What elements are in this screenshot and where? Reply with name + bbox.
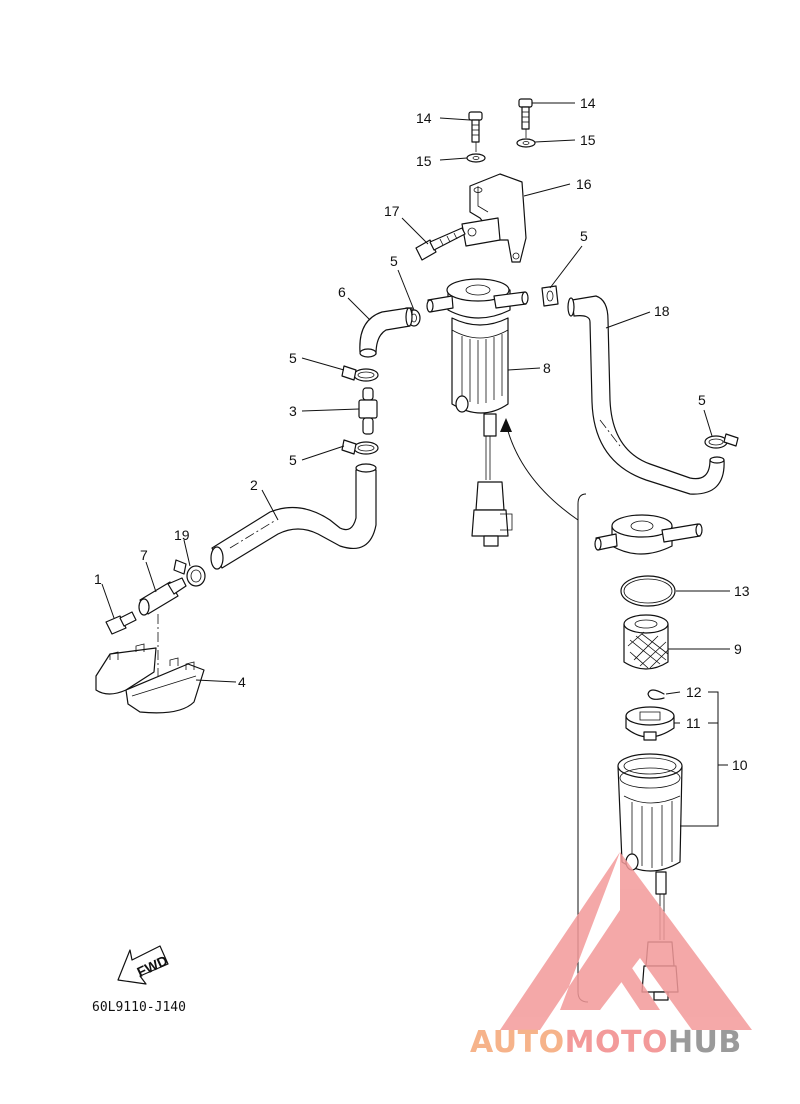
filter-head-exploded [594, 514, 703, 555]
label-5-filter-left: 5 [390, 253, 398, 269]
diagram-code: 60L9110-J140 [92, 1000, 186, 1015]
hose-6 [359, 307, 413, 358]
label-2: 2 [250, 477, 258, 493]
label-6: 6 [338, 284, 346, 300]
clamp-5-right [704, 433, 739, 449]
label-14-left: 14 [416, 110, 432, 126]
label-5-right: 5 [698, 392, 706, 408]
label-14-right: 14 [580, 95, 596, 111]
label-3: 3 [289, 403, 297, 419]
clamp-5-upper [341, 365, 379, 382]
filter-element-9 [623, 614, 669, 670]
o-ring-13 [620, 575, 676, 607]
label-13: 13 [734, 583, 750, 599]
leader-lines [101, 102, 730, 827]
bracket-16 [461, 173, 527, 263]
hose-18 [567, 295, 725, 495]
clamp-19 [173, 559, 206, 587]
label-11: 11 [686, 715, 701, 731]
circlip-12 [647, 689, 665, 700]
watermark-logo [500, 852, 752, 1030]
fwd-arrow: FWD [117, 945, 170, 985]
label-8: 8 [543, 360, 551, 376]
cap-11 [625, 706, 675, 741]
washer-15-right [516, 138, 536, 148]
hose-2 [210, 463, 377, 570]
label-18: 18 [654, 303, 670, 319]
label-7: 7 [140, 547, 148, 563]
label-9: 9 [734, 641, 742, 657]
label-15-right: 15 [580, 132, 596, 148]
fuel-filter-8 [426, 278, 529, 547]
joint-7 [138, 577, 187, 616]
plug-1 [105, 611, 137, 635]
watermark-text-auto: AUTO [470, 1025, 565, 1060]
label-10: 10 [732, 757, 748, 773]
watermark-text-moto: MOTO [565, 1025, 668, 1060]
cover-4 [95, 643, 205, 714]
label-17: 17 [384, 203, 400, 219]
bolt-14-right [518, 98, 533, 130]
label-4: 4 [238, 674, 246, 690]
label-5-upper: 5 [289, 350, 297, 366]
label-1: 1 [94, 571, 102, 587]
clamp-5-lower [341, 439, 379, 455]
part-labels: 14 14 15 15 16 17 5 5 6 18 8 5 3 5 5 2 1… [94, 95, 750, 773]
clamp-5-filter-right [541, 285, 559, 307]
joint-3 [358, 387, 378, 435]
washer-15-left [466, 153, 486, 163]
watermark-triangle-icon [500, 852, 752, 1030]
label-16: 16 [576, 176, 592, 192]
watermark-text: AUTOMOTOHUB [470, 1025, 742, 1060]
label-12: 12 [686, 684, 702, 700]
bolt-17 [415, 227, 466, 261]
watermark-inner-mark-icon [580, 950, 660, 1010]
label-15-left: 15 [416, 153, 432, 169]
label-19: 19 [174, 527, 190, 543]
bolt-14-left [468, 111, 483, 143]
watermark-text-hub: HUB [668, 1025, 742, 1060]
label-5-filter-right: 5 [580, 228, 588, 244]
label-5-lower: 5 [289, 452, 297, 468]
